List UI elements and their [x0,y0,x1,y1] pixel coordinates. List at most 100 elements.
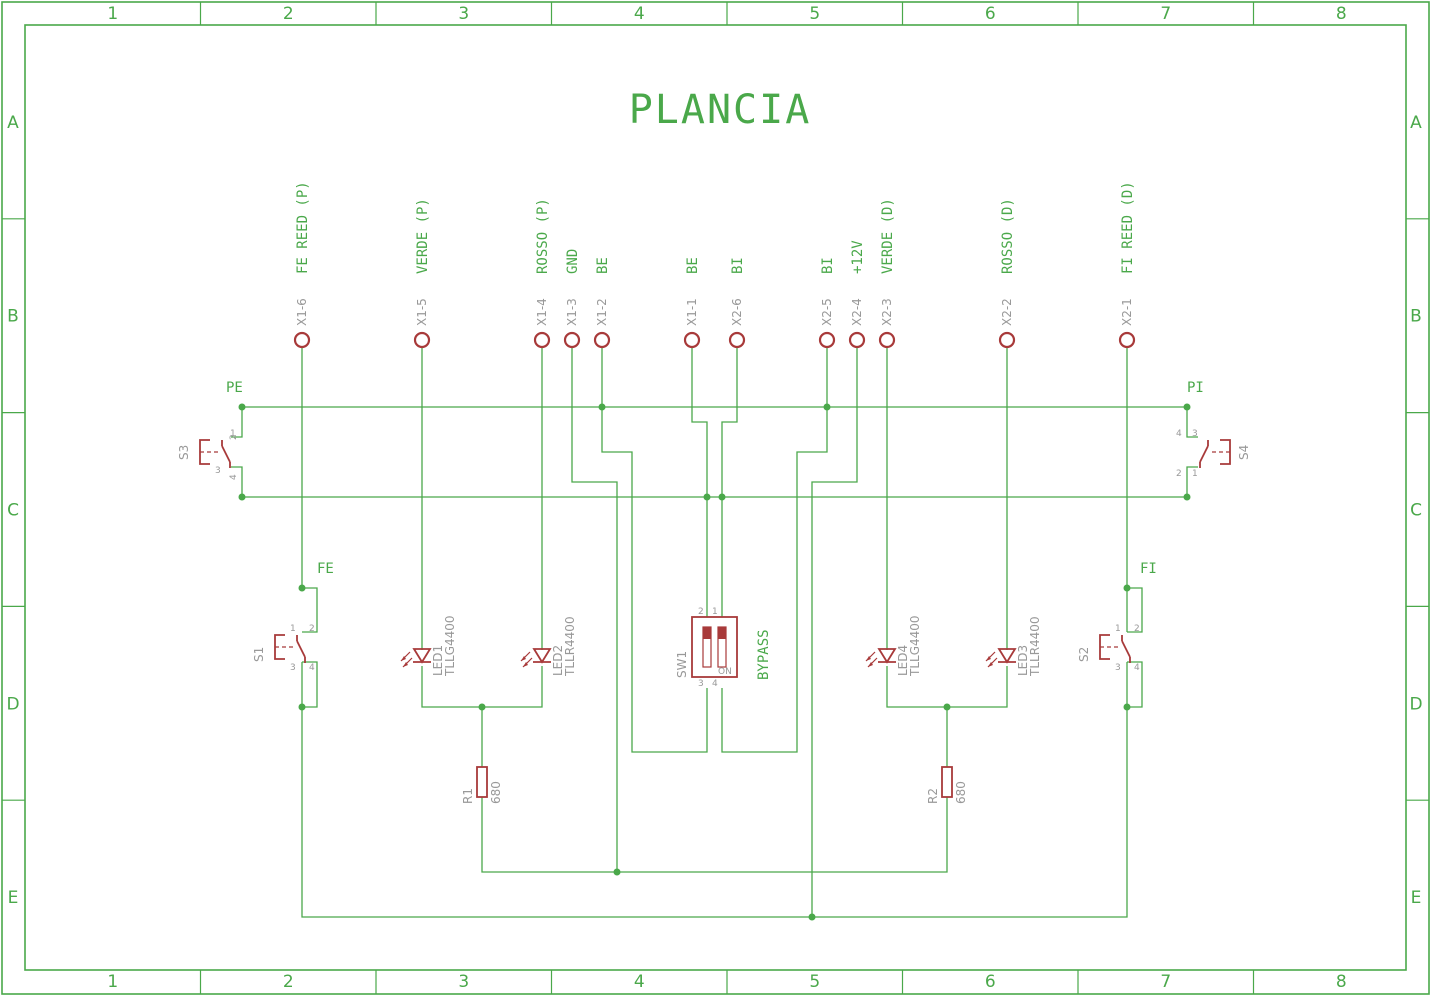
resistor-r2: R2 680 [926,766,968,804]
resistor-r1: R1 680 [461,766,503,804]
zone-column-label: 6 [985,972,996,992]
svg-text:4: 4 [712,679,718,689]
zone-column-label: 1 [107,4,118,24]
zone-column-label: 7 [1160,4,1171,24]
zone-row-label: D [1409,694,1422,714]
net-label-fi: FI [1140,561,1157,577]
connector-net-label: BI [820,257,836,274]
zone-row-label: D [6,694,19,714]
switch-s1: 1 2 3 4 S1 [252,624,315,673]
junctions [238,403,1191,921]
svg-text:2: 2 [698,607,704,617]
connector-pad [683,331,701,349]
s1-label: S1 [252,647,266,662]
zone-row-label: E [1411,888,1422,908]
zone-column-label: 7 [1160,972,1171,992]
connector-pad [848,331,866,349]
r1-name: R1 [461,788,475,804]
net-label-fe: FE [317,561,334,577]
led3-name: LED3 [1016,645,1030,676]
wires [231,347,1198,918]
bypass-label: BYPASS [756,629,772,680]
zone-row-label: A [7,113,19,133]
switch-s4: 4 3 2 1 S4 [1176,429,1251,479]
connector-pad [818,331,836,349]
connector-id: X2-2 [1000,298,1014,326]
inner-frame [24,24,1407,971]
led2-name: LED2 [551,645,565,676]
zone-column-label: 3 [458,4,469,24]
sheet-title: PLANCIA [629,87,812,133]
connector-net-label: VERDE (P) [415,198,431,274]
svg-text:1: 1 [230,429,236,439]
svg-text:4: 4 [229,474,239,480]
led4: LED4 TLLG4400 [865,615,922,677]
connector-pad [533,331,551,349]
connector-pad [728,331,746,349]
zone-row-label: B [7,307,19,327]
s2-label: S2 [1077,647,1091,662]
connector-net-label: VERDE (D) [880,198,896,274]
zone-row-label: A [1410,113,1422,133]
connector-id: X1-2 [595,298,609,326]
connector-net-label: +12V [850,240,866,274]
connector-pad [293,331,311,349]
svg-text:2: 2 [309,624,315,634]
zone-column-label: 4 [634,972,645,992]
led3-value: TLLR4400 [1028,616,1042,677]
connector-net-label: FE REED (P) [295,181,311,274]
zone-column-label: 5 [809,4,820,24]
dip-on-label: ON [718,667,732,677]
connector-pad [998,331,1016,349]
svg-text:4: 4 [309,663,315,673]
led4-name: LED4 [896,645,910,676]
r1-value: 680 [489,781,503,804]
zone-column-label: 1 [107,972,118,992]
connector-net-label: GND [565,249,581,274]
sw1-name: SW1 [675,651,689,678]
zone-column-label: 6 [985,4,996,24]
svg-text:3: 3 [290,663,296,673]
svg-text:3: 3 [1192,429,1198,439]
s4-label: S4 [1237,445,1251,460]
connector-net-label: ROSSO (D) [1000,198,1016,274]
connector-id: X2-4 [850,298,864,326]
zone-column-label: 4 [634,4,645,24]
net-label-pi: PI [1187,380,1204,396]
switch-s3: 1 2 3 4 S3 [177,429,239,480]
connector-pad [413,331,431,349]
svg-text:3: 3 [698,679,704,689]
connector-id: X1-6 [295,298,309,326]
connector-net-label: BI [730,257,746,274]
connector-id: X1-3 [565,298,579,326]
connector-net-label: FI REED (D) [1120,181,1136,274]
svg-text:3: 3 [1115,663,1121,673]
connector-net-label: BE [595,257,611,274]
led3: LED3 TLLR4400 [985,616,1042,677]
svg-text:2: 2 [229,434,239,440]
connector-pad [878,331,896,349]
switch-s2: 1 2 3 4 S2 [1077,624,1140,673]
zone-column-label: 2 [283,972,294,992]
net-label-pe: PE [226,380,243,396]
zone-column-label: 8 [1336,972,1347,992]
svg-text:4: 4 [1134,663,1140,673]
svg-text:2: 2 [1134,624,1140,634]
zone-column-label: 3 [458,972,469,992]
led1-name: LED1 [431,645,445,676]
zone-column-label: 8 [1336,4,1347,24]
connector-id: X1-1 [685,298,699,326]
svg-text:1: 1 [1115,624,1121,634]
connector-id: X2-6 [730,298,744,326]
dip-switch-sw1: 2 1 3 4 ON SW1 BYPASS [675,607,772,689]
connector-net-label: BE [685,257,701,274]
connector-pad [563,331,581,349]
zone-row-label: E [8,888,19,908]
zone-column-label: 2 [283,4,294,24]
svg-text:1: 1 [1192,469,1198,479]
led2: LED2 TLLR4400 [520,616,577,677]
